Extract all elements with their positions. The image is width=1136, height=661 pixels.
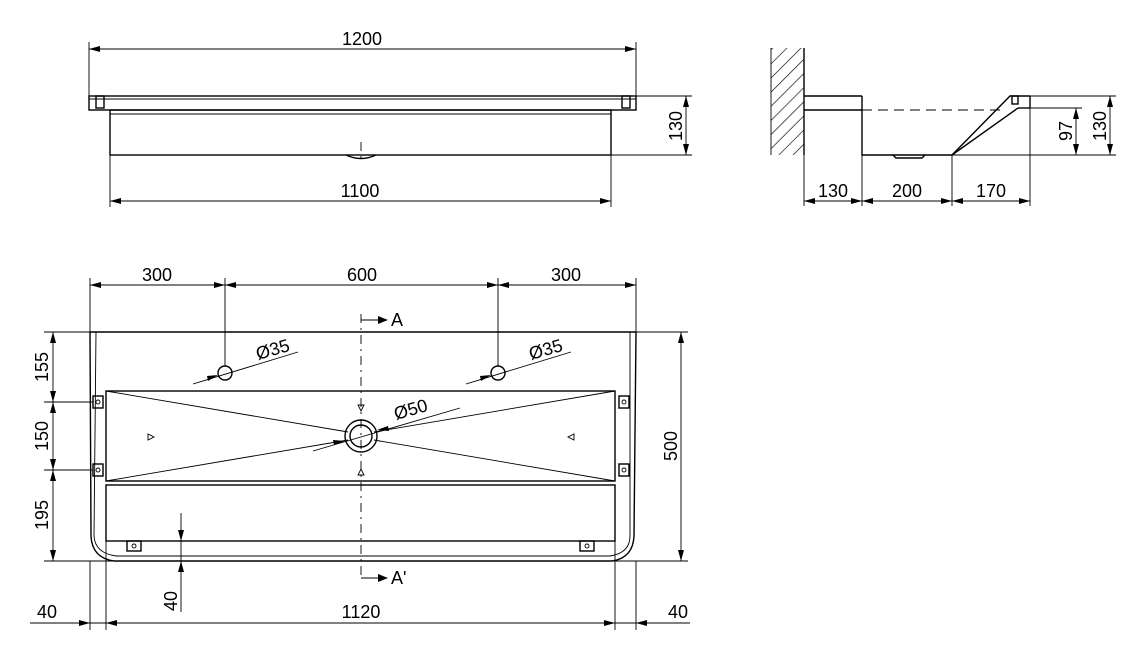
dim-label-155: 155 <box>32 352 52 382</box>
dim-label-40-left: 40 <box>37 602 57 622</box>
dim-label-1100: 1100 <box>341 181 380 201</box>
dim-label-side-130: 130 <box>818 181 848 201</box>
side-profile <box>861 95 1030 156</box>
dim-label-40-right: 40 <box>668 602 688 622</box>
plan-trough <box>105 390 616 482</box>
plan-shelf <box>105 484 616 542</box>
dim-label-side-130v: 130 <box>1090 111 1110 141</box>
drain-diameter-label: Ø50 <box>392 395 430 424</box>
tap-hole-left-label: Ø35 <box>254 335 292 364</box>
dim-label-500: 500 <box>661 431 681 461</box>
dim-label-300-left: 300 <box>142 265 172 285</box>
section-label-top: A <box>391 310 403 330</box>
plan-view: Ø35 Ø35 Ø50 A A' 300 600 300 <box>30 265 690 630</box>
front-flange <box>88 95 637 111</box>
dim-label-300-right: 300 <box>551 265 581 285</box>
dim-label-150: 150 <box>32 421 52 451</box>
dim-label-97: 97 <box>1056 121 1076 141</box>
dim-label-195: 195 <box>32 500 52 530</box>
side-view: 130 200 170 97 130 <box>770 48 1116 206</box>
dim-label-1120: 1120 <box>342 602 381 622</box>
dim-label-side-170: 170 <box>976 181 1006 201</box>
front-view: 1200 1100 130 <box>88 29 692 207</box>
dim-label-600: 600 <box>347 265 377 285</box>
side-drain <box>892 154 926 159</box>
wall-hatch <box>771 48 804 155</box>
dim-label-1200: 1200 <box>342 29 382 49</box>
section-label-bottom: A' <box>391 568 406 588</box>
dim-label-front-130: 130 <box>666 111 686 141</box>
tap-hole-right-label: Ø35 <box>527 335 565 364</box>
front-bowl <box>109 109 612 156</box>
front-clip-left <box>95 95 105 109</box>
front-drain <box>345 154 377 160</box>
front-clip-right <box>621 95 631 109</box>
dim-label-rim-40: 40 <box>161 591 181 611</box>
dim-label-side-200: 200 <box>892 181 922 201</box>
